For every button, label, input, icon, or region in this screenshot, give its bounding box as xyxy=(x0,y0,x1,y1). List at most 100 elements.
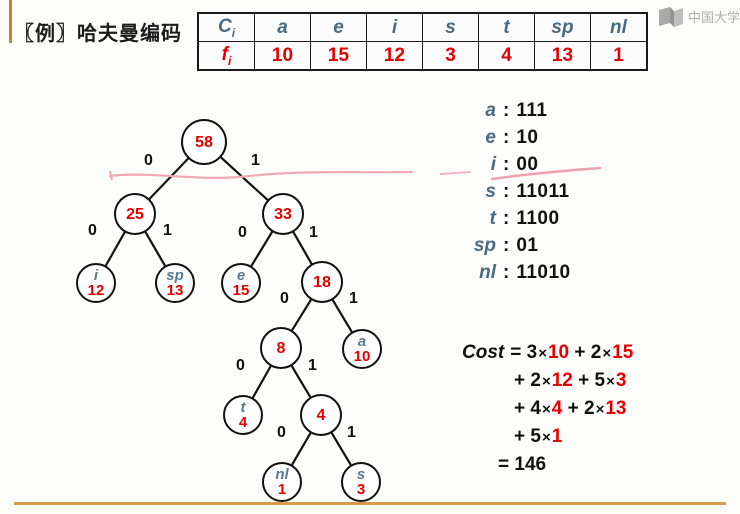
cost-times: × xyxy=(606,373,615,390)
tree-internal-node: 58 xyxy=(181,119,227,165)
table-rowlabel-fi: fi xyxy=(197,41,255,71)
code-symbol: a xyxy=(485,100,496,121)
tree-node-weight: 1 xyxy=(277,480,287,498)
code-row: a : 111 xyxy=(462,100,571,127)
table-cell-symbol: sp xyxy=(534,12,591,42)
code-row: i : 00 xyxy=(462,154,571,181)
cost-term-len: 2 xyxy=(590,342,602,363)
tree-node-symbol: s xyxy=(356,465,366,483)
logo-text: 中国大学 xyxy=(687,11,740,26)
tree-node-symbol: t xyxy=(240,398,246,416)
code-colon: : xyxy=(503,208,510,229)
cost-line: + 2 × 12 + 5 × 3 xyxy=(462,370,633,398)
tree-node-symbol: sp xyxy=(166,266,184,284)
tree-node-symbol: e xyxy=(236,266,246,284)
cost-plus: + xyxy=(574,342,586,363)
table-row-symbols: Ci a e i s t sp nl xyxy=(197,12,648,42)
tree-node-symbol: nl xyxy=(275,465,289,483)
tree-edge xyxy=(148,157,190,200)
cost-equals: = xyxy=(498,454,510,475)
tree-edge xyxy=(330,431,352,466)
book-logo-icon xyxy=(658,7,683,27)
cost-total-line: = 146 xyxy=(462,454,633,482)
tree-internal-node: 8 xyxy=(260,327,302,369)
cost-times: × xyxy=(595,401,605,418)
code-value: 111 xyxy=(516,100,548,121)
tree-edge-label: 1 xyxy=(347,424,356,441)
cost-line: + 4 × 4 + 2 × 13 xyxy=(462,398,633,426)
table-cell-frequency: 4 xyxy=(478,41,535,71)
tree-node-weight: 18 xyxy=(313,273,331,291)
code-symbol: s xyxy=(485,181,496,202)
tree-node-symbol: i xyxy=(93,266,99,284)
tree-edge xyxy=(290,298,313,332)
cost-plus: + xyxy=(578,370,590,391)
code-value: 11011 xyxy=(516,181,570,202)
code-value: 01 xyxy=(516,235,539,256)
tree-edge xyxy=(219,156,269,201)
table-rowlabel-ci: Ci xyxy=(197,12,255,42)
cost-term-freq: 15 xyxy=(612,342,634,363)
code-symbol: i xyxy=(490,154,496,175)
tree-edge-label: 0 xyxy=(236,357,245,374)
cost-times: × xyxy=(541,401,551,418)
cost-term-len: 2 xyxy=(583,398,595,419)
tree-edge xyxy=(290,364,312,399)
code-row: sp : 01 xyxy=(462,235,571,262)
cost-times: × xyxy=(602,345,612,362)
code-symbol: e xyxy=(485,127,496,148)
tree-edge xyxy=(292,231,313,265)
tree-node-weight: 12 xyxy=(87,281,105,299)
cost-plus: + xyxy=(567,398,579,419)
code-colon: : xyxy=(503,235,510,256)
cost-plus: + xyxy=(514,426,526,447)
tree-internal-node: 4 xyxy=(300,394,342,436)
code-colon: : xyxy=(503,181,510,202)
tree-edge xyxy=(290,432,312,466)
code-colon: : xyxy=(503,127,510,148)
table-cell-symbol: nl xyxy=(590,12,648,42)
cost-times: × xyxy=(541,373,551,390)
cost-times: × xyxy=(541,429,551,446)
tree-internal-node: 18 xyxy=(301,261,343,303)
tree-edge-label: 1 xyxy=(251,152,260,169)
code-colon: : xyxy=(503,154,510,175)
code-row: s : 11011 xyxy=(462,181,571,208)
tree-edge-label: 1 xyxy=(309,224,318,241)
cost-term-freq: 3 xyxy=(615,370,627,391)
code-value: 1100 xyxy=(516,208,560,229)
page-title: 〖例〗哈夫曼编码 xyxy=(14,21,182,45)
code-symbol: t xyxy=(489,208,496,229)
cost-term-freq: 10 xyxy=(547,342,570,363)
tree-internal-node: 33 xyxy=(262,193,304,235)
code-colon: : xyxy=(503,262,510,283)
tree-node-weight: 33 xyxy=(274,205,292,223)
cost-term-freq: 1 xyxy=(551,426,563,447)
table-cell-symbol: t xyxy=(478,12,535,42)
code-row: e : 10 xyxy=(462,127,571,154)
tree-node-weight: 3 xyxy=(356,480,366,498)
cost-plus: + xyxy=(514,398,526,419)
code-symbol: nl xyxy=(479,262,496,283)
cost-times: × xyxy=(538,345,547,362)
table-cell-frequency: 13 xyxy=(534,41,591,71)
tree-edge-label: 0 xyxy=(277,424,286,441)
tree-node-symbol: a xyxy=(357,332,367,350)
tree-edge xyxy=(251,365,272,399)
tree-edge xyxy=(144,231,167,267)
tree-node-weight: 4 xyxy=(316,406,326,424)
tree-node-weight: 25 xyxy=(126,205,144,223)
tree-node-weight: 15 xyxy=(232,281,250,299)
cost-term-freq: 13 xyxy=(605,398,627,419)
left-accent-rule xyxy=(9,0,12,43)
code-row: t : 1100 xyxy=(462,208,571,235)
code-list: a : 111 e : 10 i : 00 s : 11011 t : 1100… xyxy=(462,100,571,289)
table-cell-frequency: 10 xyxy=(254,41,311,71)
tree-edge xyxy=(104,231,126,267)
cost-label: Cost xyxy=(462,342,505,363)
